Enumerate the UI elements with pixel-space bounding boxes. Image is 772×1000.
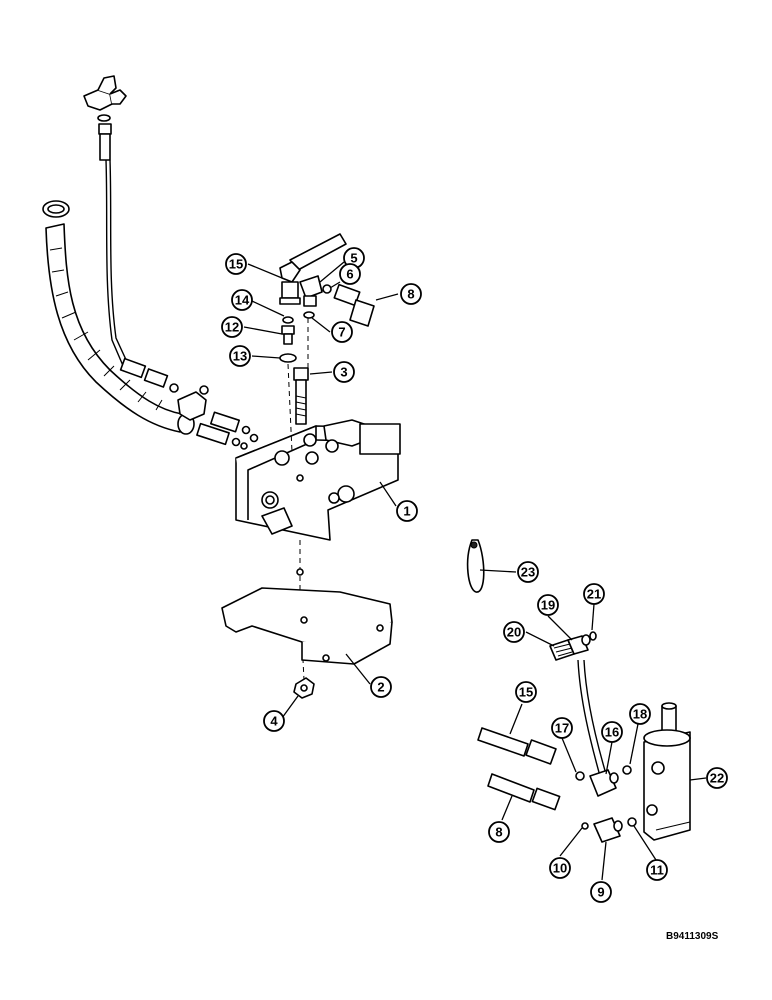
svg-text:14: 14 (235, 293, 250, 308)
o-ring-11 (627, 817, 637, 827)
vertical-hose (577, 659, 601, 777)
callout-21: 21 (583, 583, 605, 605)
nut-4 (293, 677, 315, 699)
strap-23 (466, 539, 485, 593)
svg-text:2: 2 (377, 680, 384, 695)
svg-text:3: 3 (340, 365, 347, 380)
svg-text:20: 20 (507, 625, 521, 640)
o-ring-7 (303, 311, 315, 319)
svg-text:21: 21 (587, 587, 601, 602)
callout-8-lower: 8 (488, 821, 510, 843)
callout-14: 14 (231, 289, 253, 311)
elbow-19 (567, 634, 591, 655)
callout-15-lower: 15 (515, 681, 537, 703)
mounting-bracket (221, 568, 393, 665)
callout-4: 4 (263, 710, 285, 732)
elbow-16 (589, 769, 619, 797)
callout-16: 16 (601, 721, 623, 743)
callout-17: 17 (551, 717, 573, 739)
callout-12: 12 (221, 316, 243, 338)
leader-lines (243, 261, 707, 881)
callout-6: 6 (339, 263, 361, 285)
svg-text:13: 13 (233, 349, 247, 364)
bolt-3 (293, 367, 309, 425)
o-ring-10 (581, 822, 589, 830)
small-hose (105, 159, 125, 369)
callout-19: 19 (537, 594, 559, 616)
callout-9: 9 (590, 881, 612, 903)
elbow-fitting-5 (299, 275, 323, 307)
svg-text:19: 19 (541, 598, 555, 613)
callout-7: 7 (331, 321, 353, 343)
callout-15-upper: 15 (225, 253, 247, 275)
callout-20: 20 (503, 621, 525, 643)
fitting-12 (281, 325, 295, 345)
hose-15-lower (477, 727, 557, 765)
elbow-hose-assembly (279, 233, 347, 305)
hydraulic-cylinder (643, 702, 691, 841)
large-hose (42, 200, 195, 435)
o-ring-21 (589, 631, 597, 641)
callout-23: 23 (517, 561, 539, 583)
callout-22: 22 (706, 767, 728, 789)
svg-text:8: 8 (407, 287, 414, 302)
figure-reference-code: B9411309S (666, 931, 719, 942)
callout-13: 13 (229, 345, 251, 367)
svg-text:12: 12 (225, 320, 239, 335)
o-ring-18 (622, 765, 632, 775)
upper-tee-fitting (83, 75, 127, 161)
svg-text:23: 23 (521, 565, 535, 580)
o-ring-13 (279, 353, 297, 363)
o-ring-14 (282, 316, 294, 324)
svg-text:4: 4 (270, 714, 278, 729)
elbow-9 (593, 817, 623, 843)
svg-text:15: 15 (229, 257, 243, 272)
hose-8-lower (487, 773, 561, 811)
callout-3: 3 (333, 361, 355, 383)
callout-1: 1 (396, 500, 418, 522)
o-ring-17 (575, 771, 585, 781)
svg-text:18: 18 (633, 707, 647, 722)
callout-18: 18 (629, 703, 651, 725)
callout-8-upper: 8 (400, 283, 422, 305)
hose-fittings-row (119, 357, 259, 450)
svg-text:5: 5 (350, 251, 357, 266)
svg-text:22: 22 (710, 771, 724, 786)
control-valve (235, 419, 401, 541)
svg-text:6: 6 (346, 267, 353, 282)
svg-text:16: 16 (605, 725, 619, 740)
o-ring-6 (322, 284, 332, 294)
svg-text:8: 8 (495, 825, 502, 840)
svg-text:17: 17 (555, 721, 569, 736)
callout-11: 11 (646, 859, 668, 881)
callout-10: 10 (549, 857, 571, 879)
callout-2: 2 (370, 676, 392, 698)
svg-text:1: 1 (403, 504, 410, 519)
svg-text:9: 9 (597, 885, 604, 900)
svg-text:15: 15 (519, 685, 533, 700)
hose-8-upper (333, 283, 375, 327)
svg-text:10: 10 (553, 861, 567, 876)
svg-text:7: 7 (338, 325, 345, 340)
svg-text:11: 11 (650, 863, 664, 878)
